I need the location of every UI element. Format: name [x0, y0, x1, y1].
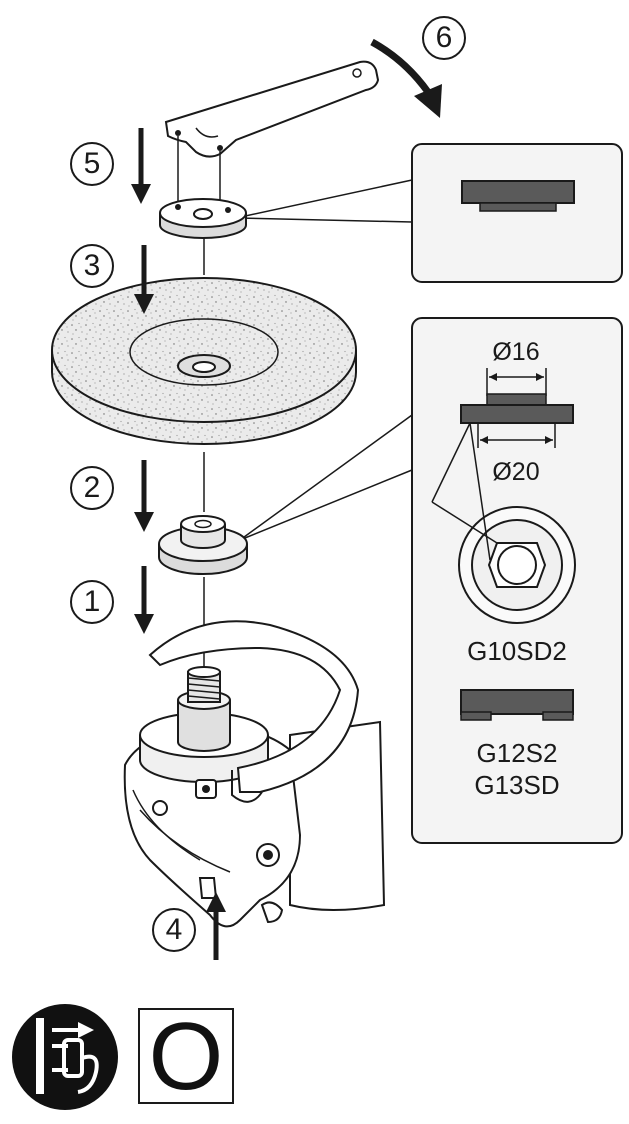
step-1-number: 1 — [70, 580, 114, 624]
power-off-symbol: O — [148, 1003, 224, 1110]
model-b-line1-label: G12S2 — [476, 738, 558, 768]
lock-nut-drawing — [159, 198, 247, 239]
grinding-wheel-drawing — [51, 277, 357, 445]
step-3-number: 3 — [70, 244, 114, 288]
callout-top-box — [411, 143, 623, 283]
arrow-step-2-icon — [134, 460, 154, 532]
arrow-step-6-icon — [370, 38, 442, 118]
arrow-step-1-icon — [134, 566, 154, 634]
arrow-step-3-icon — [134, 245, 154, 314]
arrow-step-5-icon — [131, 128, 151, 204]
inner-diameter-label: Ø16 — [492, 338, 540, 366]
outer-diameter-label: Ø20 — [492, 458, 540, 486]
unplug-icon — [12, 1004, 118, 1110]
arrow-step-4-icon — [206, 892, 226, 960]
grinder-body-drawing — [123, 620, 386, 928]
power-off-icon: O — [138, 1008, 234, 1105]
step-2-number: 2 — [70, 466, 114, 510]
callout-bottom-box — [411, 317, 623, 844]
step-5-number: 5 — [70, 142, 114, 186]
model-a-label: G10SD2 — [467, 636, 567, 666]
step-6-number: 6 — [422, 16, 466, 60]
wheel-washer-drawing — [158, 515, 248, 575]
wrench-drawing — [164, 60, 380, 208]
step-4-number: 4 — [152, 908, 196, 952]
model-b-line2-label: G13SD — [474, 770, 560, 800]
